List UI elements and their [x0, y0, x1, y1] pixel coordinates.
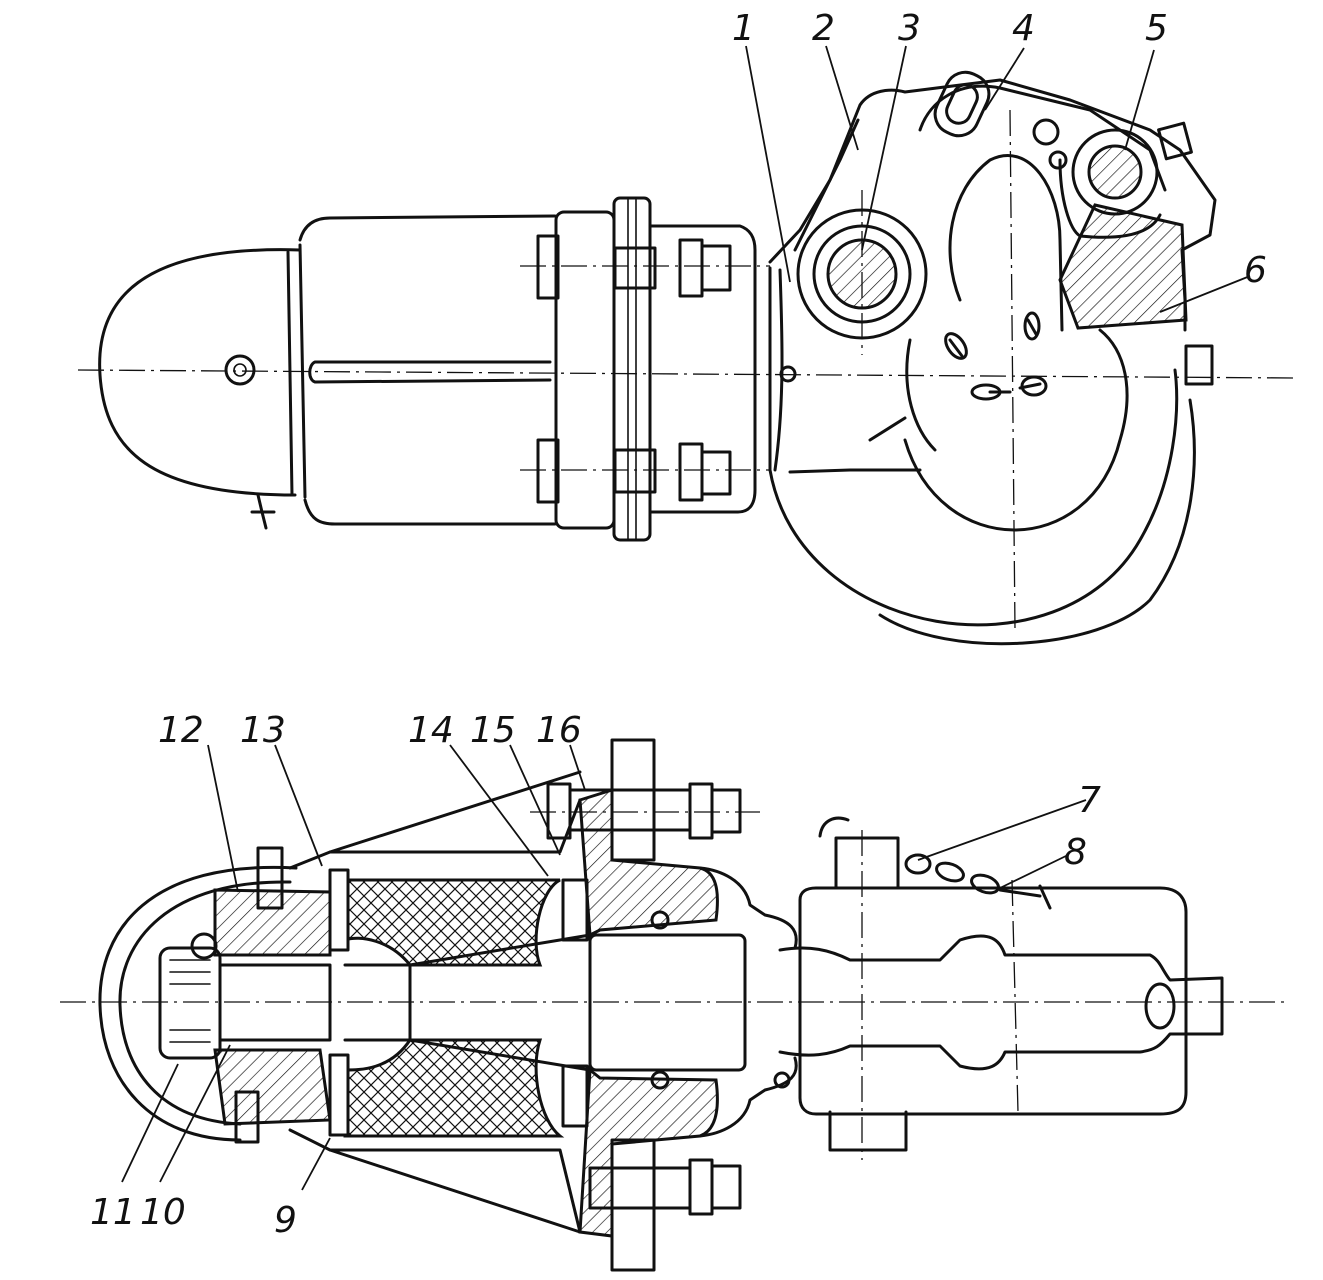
callout-5: 5	[1145, 8, 1168, 49]
callout-11: 11	[90, 1192, 136, 1233]
hook-stud	[1184, 344, 1214, 386]
callout-3: 3	[898, 8, 921, 49]
catch-pin-boss	[1071, 128, 1159, 216]
section-dome	[98, 865, 298, 1142]
drawbar-shaft	[588, 933, 747, 1072]
hook-outer-curve	[768, 368, 1179, 627]
housing-top-line	[288, 798, 582, 870]
washer-front-upper	[328, 868, 350, 952]
rear-cap-lower	[213, 1048, 332, 1126]
callout-16: 16	[536, 710, 582, 751]
coupling-head	[798, 886, 1188, 1116]
hook-inner-curve	[903, 328, 1129, 532]
bottom-view	[60, 738, 1290, 1272]
callout-10: 10	[140, 1192, 186, 1233]
callout-15: 15	[470, 710, 516, 751]
rear-cap-upper	[213, 888, 332, 957]
towing-eye	[778, 934, 1224, 1071]
dome-plug	[224, 354, 256, 386]
leader-lines	[121, 45, 1251, 1191]
lock-lever	[918, 84, 1167, 192]
retaining-nut	[158, 946, 222, 1060]
hook-housing	[768, 78, 1217, 332]
upper-bolt-head	[536, 234, 560, 300]
callout-14: 14	[408, 710, 454, 751]
dome-cap	[98, 248, 302, 497]
rubber-buffer-upper	[343, 878, 561, 967]
callout-2: 2	[812, 8, 835, 49]
callout-7: 7	[1078, 780, 1101, 821]
callout-4: 4	[1012, 8, 1035, 49]
callout-8: 8	[1064, 832, 1087, 873]
spindle-tail	[218, 963, 332, 1042]
flange-plate	[554, 210, 616, 530]
head-upper-boss	[834, 836, 900, 890]
callout-1: 1	[732, 8, 755, 49]
callout-9: 9	[274, 1200, 297, 1241]
top-center-axis	[77, 369, 1296, 379]
cylinder-housing	[298, 214, 557, 526]
callout-13: 13	[240, 710, 286, 751]
flange-lower	[578, 1067, 719, 1238]
head-lower-boss	[828, 1110, 908, 1152]
top-view	[77, 70, 1296, 646]
eye-pin	[1144, 982, 1176, 1030]
washer-rear-upper	[561, 878, 589, 942]
catch-pin	[1087, 144, 1143, 200]
callout-6: 6	[1244, 250, 1267, 291]
lower-bolt-head	[536, 438, 560, 504]
flange-upper	[578, 787, 719, 938]
callout-labels: 1 2 3 4 5 6 7 8 9 10 11 12 13 14 15 16	[90, 8, 1267, 1241]
rubber-buffer-lower	[343, 1038, 565, 1138]
callout-12: 12	[158, 710, 204, 751]
